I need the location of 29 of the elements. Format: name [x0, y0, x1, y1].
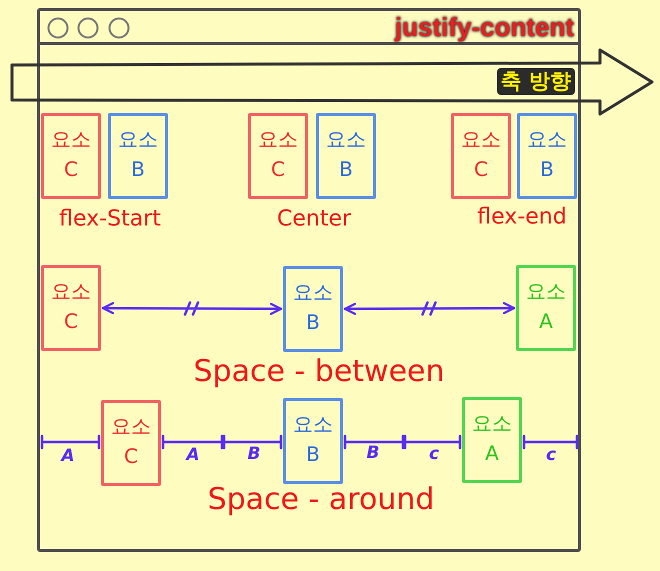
dimension-label: B: [248, 445, 260, 465]
caption: Center: [276, 206, 352, 232]
flex-item-box: 요소 A: [516, 265, 576, 351]
flex-item-box: 요소 B: [108, 113, 168, 199]
caption: Space - between: [193, 354, 445, 390]
caption: flex-end: [477, 204, 567, 230]
window-title: justify-content: [394, 13, 574, 41]
dimension-label: A: [186, 446, 200, 466]
flex-item-box: 요소 B: [316, 113, 376, 199]
flex-item-box: 요소 B: [283, 266, 343, 352]
flex-item-box: 요소 B: [517, 113, 577, 199]
flex-item-box: 요소 C: [101, 400, 161, 486]
caption: flex-Start: [59, 206, 161, 232]
axis-label: 축 방향: [496, 68, 575, 95]
dimension-label: A: [61, 447, 75, 467]
flex-item-box: 요소 C: [41, 113, 101, 199]
flex-item-box: 요소 C: [248, 113, 308, 199]
flex-item-box: 요소 C: [41, 265, 101, 351]
caption: Space - around: [208, 482, 434, 518]
double-arrow: [344, 301, 516, 316]
flex-item-box: 요소 A: [462, 397, 522, 483]
dimension-label: c: [546, 446, 556, 466]
flex-item-box: 요소 B: [283, 398, 343, 484]
double-arrow: [102, 301, 282, 316]
dimension-label: B: [366, 444, 380, 464]
dimension-label: c: [428, 445, 440, 465]
flex-item-box: 요소 C: [451, 113, 511, 199]
axis-arrow: [10, 48, 655, 116]
browser-window: [37, 8, 581, 552]
